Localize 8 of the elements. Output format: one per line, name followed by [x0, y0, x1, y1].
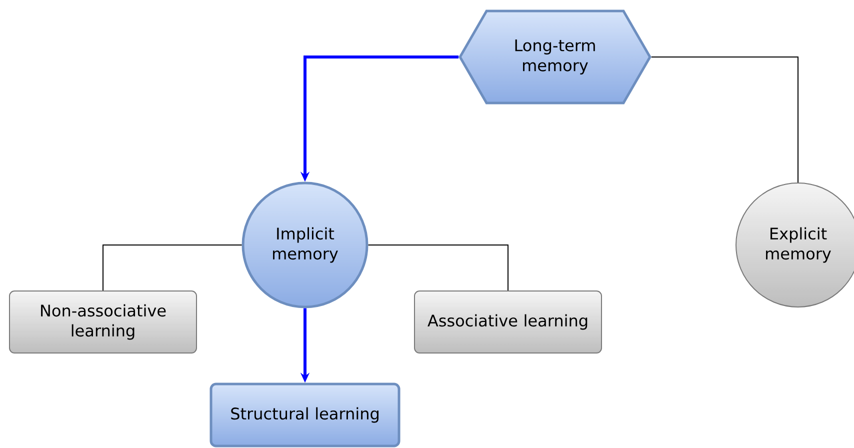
- hexagon-node: Long-term memory: [458, 10, 652, 104]
- rounded-box: Structural learning: [210, 382, 400, 448]
- rounded-box: Associative learning: [414, 290, 602, 354]
- connector-line: [102, 244, 242, 291]
- connector-line: [650, 56, 798, 183]
- circle-node: Implicit memory: [242, 182, 368, 308]
- rounded-box: Non-associative learning: [9, 290, 197, 354]
- connector-line: [368, 244, 508, 291]
